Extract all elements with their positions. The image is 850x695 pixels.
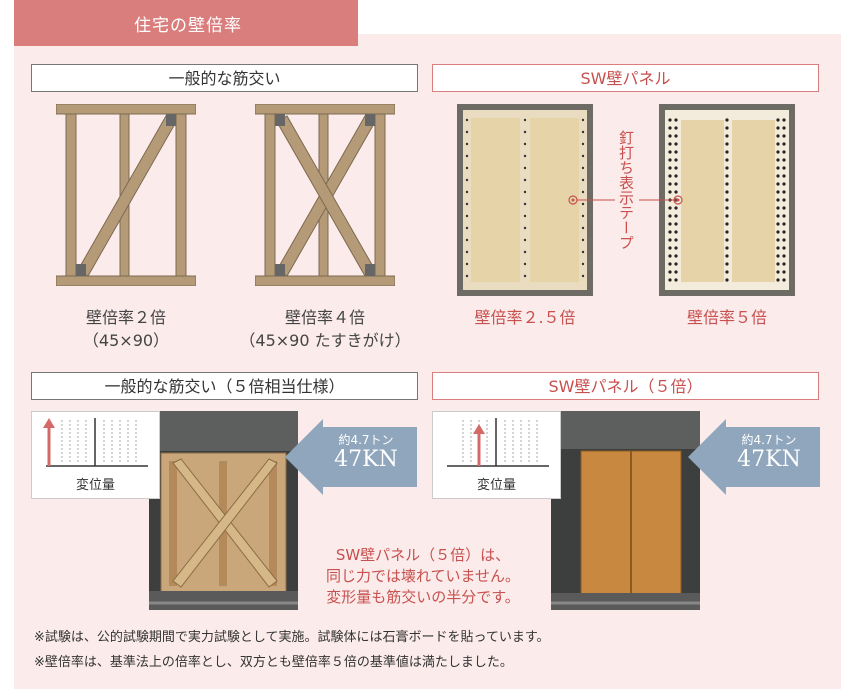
caption-brace-4x: 壁倍率４倍: [284, 308, 365, 327]
header-sw-panel: SW壁パネル: [432, 64, 819, 92]
displacement-gauge-left: 変位量: [31, 411, 160, 499]
caption-sw-5x: 壁倍率５倍: [686, 308, 767, 327]
brace-test-photo: [149, 411, 298, 610]
result-message-line-3: 変形量も筋交いの半分です。: [326, 588, 520, 606]
title-tab: 住宅の壁倍率: [14, 0, 358, 46]
displacement-label-right: 変位量: [476, 478, 516, 493]
result-message-line-1: SW壁パネル（５倍）は、: [335, 546, 511, 564]
sw-panel-5x: [659, 104, 795, 296]
caption-brace-2x: 壁倍率２倍: [85, 308, 166, 327]
sw-panel-2-5x: [457, 104, 593, 296]
page-title: 住宅の壁倍率: [134, 16, 242, 36]
load-kn-right: 47KN: [737, 447, 801, 472]
header-common-brace: 一般的な筋交い: [31, 64, 418, 92]
displacement-label-left: 変位量: [75, 478, 115, 493]
displacement-gauge-right: 変位量: [432, 411, 561, 499]
result-message-line-2: 同じ力では壊れていません。: [325, 567, 521, 585]
nail-tape-connector: [577, 199, 677, 201]
load-approx-left: 約4.7トン: [338, 433, 394, 447]
load-arrow-right-shape: [688, 419, 820, 495]
result-message: SW壁パネル（５倍）は、 同じ力では壊れていません。 変形量も筋交いの半分です。: [316, 545, 530, 608]
sw-test-photo: [551, 411, 700, 610]
load-kn-left: 47KN: [334, 447, 398, 472]
header-brace-5x: 一般的な筋交い（５倍相当仕様）: [31, 372, 418, 400]
caption-brace-4x-size: （45×90 たすきがけ）: [239, 331, 411, 350]
brace-frame-2x: [56, 104, 196, 286]
nail-tape-label: 釘打ち表示テープ: [617, 130, 635, 250]
brace-frame-4x: [255, 104, 395, 286]
header-sw-5x: SW壁パネル（５倍）: [432, 372, 819, 400]
load-arrow-left-shape: [285, 419, 417, 495]
load-approx-right: 約4.7トン: [741, 433, 797, 447]
caption-brace-2x-size: （45×90）: [82, 331, 170, 350]
footnote-1: ※試験は、公的試験期間で実力試験として実施。試験体には石膏ボードを貼っています。: [34, 630, 550, 645]
footnote-2: ※壁倍率は、基準法上の倍率とし、双方とも壁倍率５倍の基準値は満たしました。: [34, 655, 513, 670]
caption-sw-2-5x: 壁倍率２.５倍: [474, 308, 576, 327]
